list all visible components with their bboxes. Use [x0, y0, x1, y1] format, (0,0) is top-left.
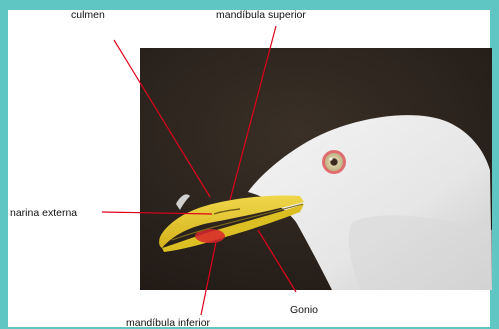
eye	[325, 153, 343, 171]
label-mandibula-superior: mandíbula superior	[216, 9, 306, 21]
label-culmen: culmen	[71, 9, 105, 21]
label-narina-externa: narina externa	[10, 207, 77, 219]
label-gonio: Gonio	[290, 304, 318, 316]
label-mandibula-inferior: mandíbula inferior	[126, 317, 210, 329]
